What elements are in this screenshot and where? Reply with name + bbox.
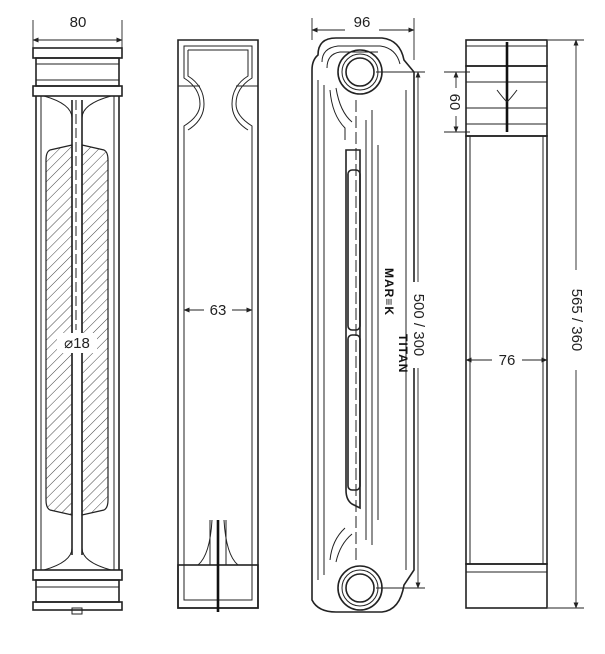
- top-offset-label: 60: [446, 94, 463, 111]
- profile-view: 63: [177, 39, 259, 612]
- front-section-view: 80 ⌀18: [32, 12, 123, 615]
- brand-name-line2: TITAN: [396, 334, 410, 373]
- inner-width-side-label: 76: [499, 352, 516, 369]
- right-profile-view: 60 76 565 / 360: [444, 39, 585, 609]
- brand-name-line1: MAR≡K: [382, 268, 396, 316]
- depth-label: 96: [354, 14, 371, 31]
- pipe-diameter-label: ⌀18: [64, 335, 90, 352]
- axis-distance-label: 500 / 300: [410, 294, 427, 357]
- width-inner-label: 63: [210, 302, 227, 319]
- width-front-label: 80: [70, 14, 87, 31]
- total-height-label: 565 / 360: [568, 289, 585, 352]
- side-view: 96 MAR≡K TITAN: [311, 12, 427, 613]
